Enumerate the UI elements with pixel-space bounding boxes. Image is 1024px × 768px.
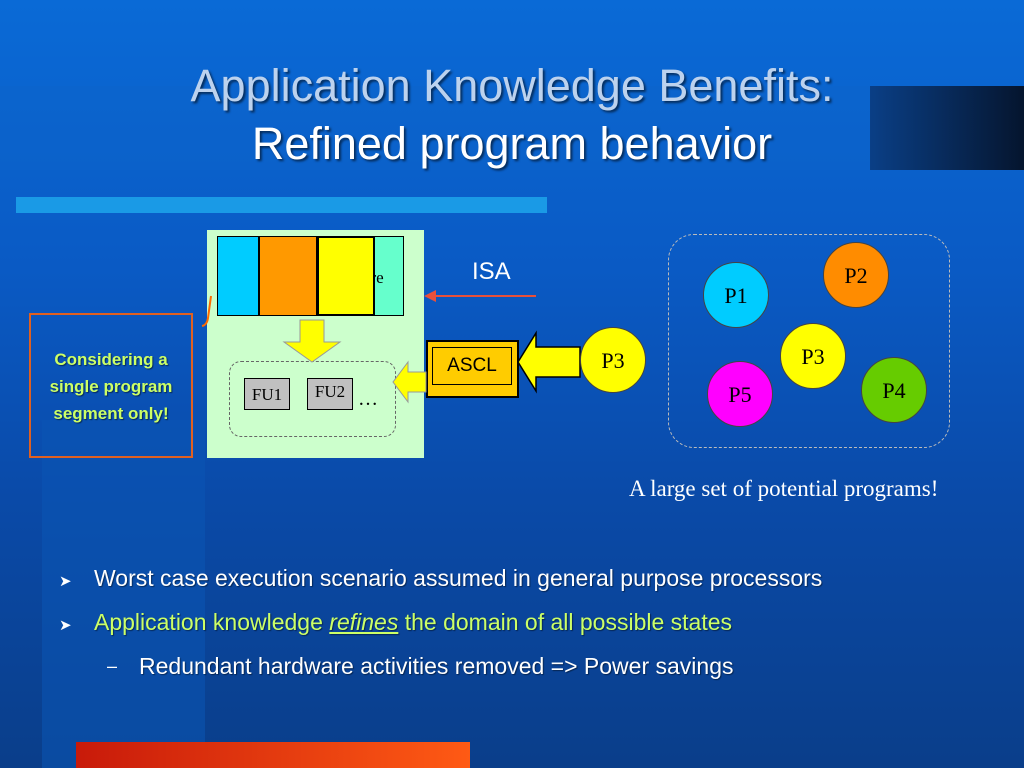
sub-bullet-1: Redundant hardware activities removed =>… [139,653,734,679]
register-block-blue [217,236,259,316]
programs-group [668,234,950,448]
consider-text: Considering a single program segment onl… [29,346,193,427]
ascl-label: ASCL [432,347,512,385]
fu1-box: FU1 [244,378,290,410]
register-block-orange [259,236,317,316]
consider-line-2: single program [49,377,173,396]
fu-ellipsis: … [358,388,378,410]
register-block-yellow [317,236,375,316]
programs-caption: A large set of potential programs! [629,476,939,501]
program-p1: P1 [703,262,769,328]
isa-arrow-head [424,290,436,302]
program-p3: P3 [780,323,846,389]
title-band-dark [870,86,1024,170]
input-program-p3: P3 [580,327,646,393]
title-band [0,86,870,170]
ascl-to-panel-arrow [392,360,427,404]
consider-line-1: Considering a [54,350,168,369]
accent-bar [16,197,547,213]
red-curl-mark [201,295,212,327]
program-p2: P2 [823,242,889,308]
consider-line-3: segment only! [53,404,169,423]
isa-label: ISA [472,258,511,285]
slide-title: Application Knowledge Benefits: [190,60,834,111]
down-arrow [282,319,342,363]
bullet-2-pre: Application knowledge [94,609,330,635]
bullet-2-post: the domain of all possible states [398,609,733,635]
consider-box [29,313,193,458]
bullet-2: Application knowledge refines the domain… [94,609,732,636]
fu2-box: FU2 [307,378,353,410]
p3-to-ascl-arrow [517,330,581,394]
program-p4: P4 [861,357,927,423]
bullet-1: Worst case execution scenario assumed in… [94,565,823,591]
bullet-arrow-icon: ➤ [59,617,72,634]
bullet-arrow-icon: ➤ [59,573,72,590]
background-left-column [42,420,205,768]
bottom-red-bar [76,742,470,768]
bullet-2-emphasis: refines [329,609,399,635]
slide-subtitle: Refined program behavior [251,118,773,169]
sub-bullet-dash-icon: – [107,656,118,676]
program-p5: P5 [707,361,773,427]
